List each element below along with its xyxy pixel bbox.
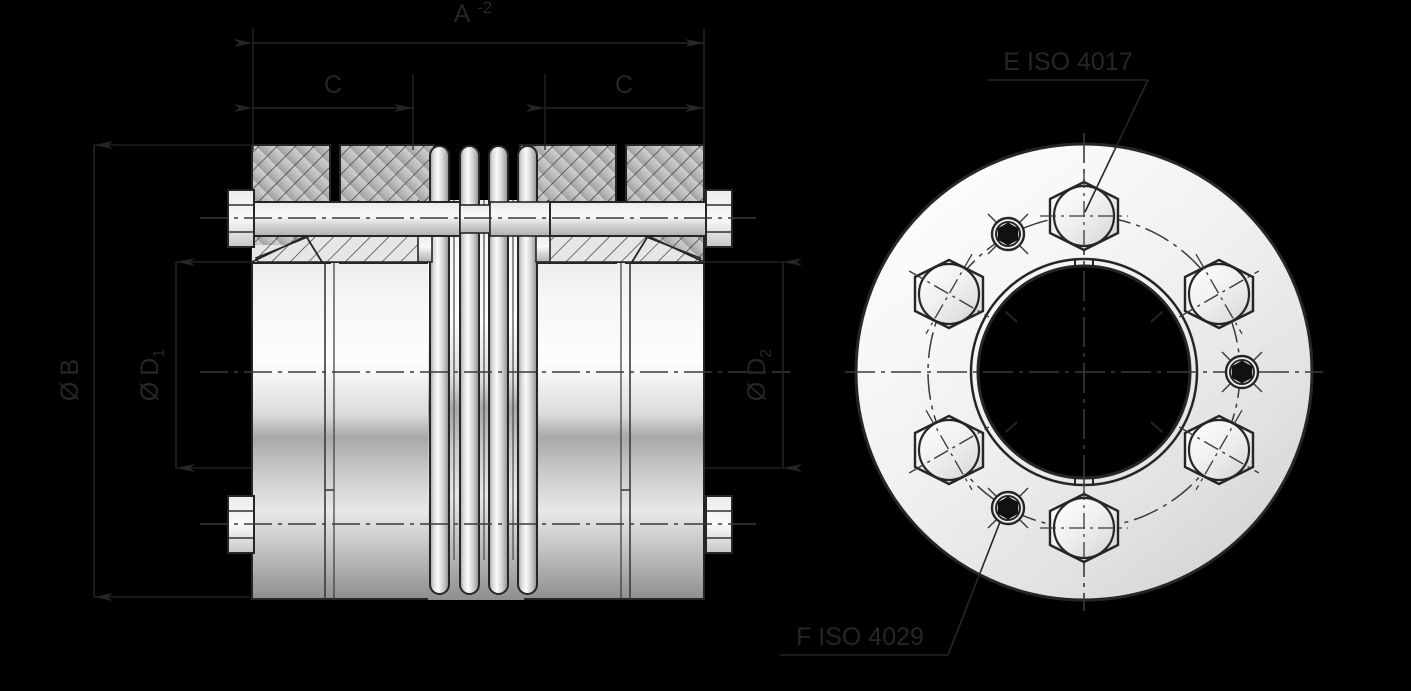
hex-bolt (1178, 409, 1260, 491)
set-screw (987, 487, 1029, 529)
set-screw-callout-label: F ISO 4029 (796, 623, 924, 651)
set-screw-group (987, 213, 1263, 529)
dimension-label-D1: ØD1 (136, 349, 168, 402)
dimension-inner-diameter-D2: ØD2 (743, 258, 802, 472)
dimension-label-A-superscript: -2 (477, 0, 492, 17)
set-screw (987, 213, 1029, 255)
bore-tick-marks (1005, 259, 1163, 486)
set-screw (1221, 351, 1263, 393)
dimension-label-C-left: C (324, 71, 342, 99)
section-centerlines (200, 217, 790, 525)
hex-bolt (908, 253, 990, 335)
face-centerlines (845, 133, 1323, 611)
hex-bolt-callout: E ISO 4017 (987, 48, 1149, 213)
dimension-right-C: C (526, 71, 704, 112)
dimension-overall-A: A -2 (234, 0, 704, 47)
hex-bolt (1040, 484, 1128, 572)
set-screw-callout: F ISO 4029 (780, 521, 1001, 656)
flange-neck-left (251, 235, 435, 263)
cross-section-view (200, 144, 790, 600)
section-bolt-upper (227, 189, 733, 248)
dimension-inner-diameter-D1: ØD1 (136, 258, 195, 472)
dimension-outer-diameter-B: ØB (56, 141, 113, 601)
callout-group: E ISO 4017 F ISO 4029 (780, 48, 1149, 656)
dimension-annotations: A -2 C C ØB ØD1 (56, 0, 802, 601)
dimension-label-C-right: C (615, 71, 633, 99)
dimension-label-B: ØB (56, 359, 84, 401)
dimension-label-D2: ØD2 (743, 349, 775, 402)
hex-bolt (908, 409, 990, 491)
hex-bolt (1040, 172, 1128, 260)
hex-bolt-group (908, 172, 1260, 572)
dimension-left-C: C (234, 71, 413, 112)
bellows-collars (417, 235, 551, 263)
hex-bolt-callout-label: E ISO 4017 (1003, 48, 1132, 76)
hex-bolt (1178, 253, 1260, 335)
bellows-convolutions (417, 145, 550, 600)
dimension-label-A: A (454, 0, 471, 28)
flange-face-view (845, 133, 1323, 611)
pipe-bodies (251, 261, 705, 600)
